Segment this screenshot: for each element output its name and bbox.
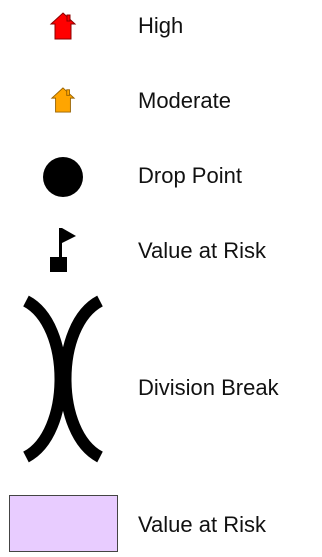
division-break-icon [22, 295, 104, 463]
circle-icon [43, 157, 83, 197]
area-swatch [9, 495, 118, 552]
legend-label: Value at Risk [138, 238, 266, 263]
legend-item-division-break: Division Break [0, 295, 322, 465]
legend-label: Division Break [138, 375, 279, 400]
flag-icon [50, 228, 76, 272]
legend-label: Drop Point [138, 163, 242, 188]
house-icon [50, 87, 76, 113]
legend-item-moderate: Moderate [0, 75, 322, 125]
legend-label: Moderate [138, 88, 231, 113]
legend-label: High [138, 13, 184, 38]
legend-item-value-at-risk-point: Value at Risk [0, 222, 322, 282]
legend-label: Value at Risk [138, 512, 266, 537]
house-icon [49, 12, 77, 40]
legend-item-value-at-risk-area: Value at Risk [0, 493, 322, 557]
legend-item-high: High [0, 0, 322, 50]
legend-item-drop-point: Drop Point [0, 150, 322, 200]
